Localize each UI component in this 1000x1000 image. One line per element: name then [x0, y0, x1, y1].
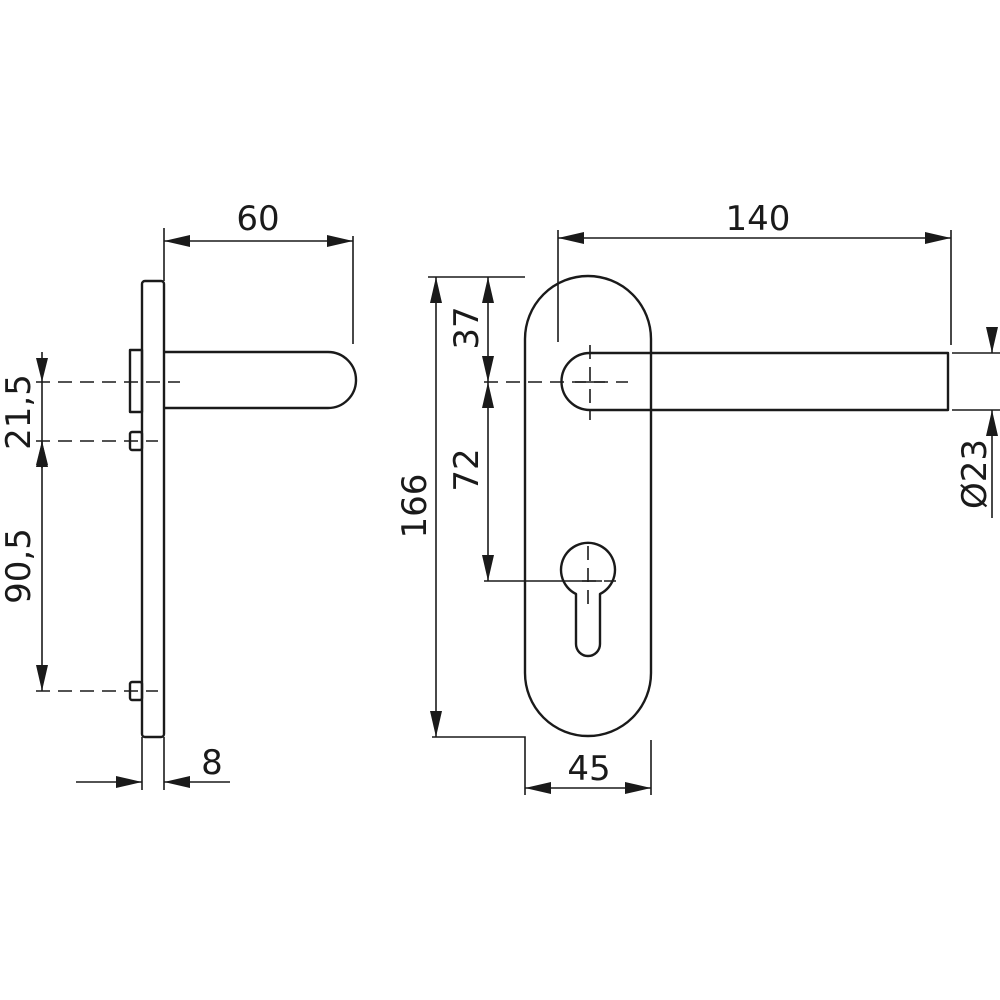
front-ext-line-bottom	[432, 736, 526, 795]
arrowhead	[36, 441, 48, 467]
arrowhead	[327, 235, 353, 247]
arrowhead	[430, 277, 442, 303]
side-dim-60-label: 60	[236, 199, 279, 239]
front-dim-140-label: 140	[726, 199, 791, 239]
arrowhead	[558, 232, 584, 244]
front-dim-45-label: 45	[567, 749, 610, 789]
arrowhead	[525, 782, 551, 794]
arrowhead	[482, 277, 494, 303]
arrowhead	[36, 665, 48, 691]
front-cylinder-keyhole	[559, 541, 617, 658]
arrowhead	[482, 356, 494, 382]
front-dim-d23-label: Ø23	[955, 439, 995, 509]
arrowhead	[164, 235, 190, 247]
arrowhead	[625, 782, 651, 794]
side-lever	[164, 350, 358, 410]
side-spindle-square	[128, 348, 144, 414]
arrowhead	[164, 776, 190, 788]
front-dim-37-label: 37	[447, 306, 487, 349]
arrowhead	[482, 382, 494, 408]
side-dim-8-label: 8	[201, 743, 223, 783]
side-backplate	[140, 279, 166, 739]
arrowhead	[430, 711, 442, 737]
arrowhead	[482, 555, 494, 581]
side-view: 60 21,5 90,5 8	[0, 199, 358, 790]
front-backplate	[523, 274, 653, 738]
side-dim-21-5-label: 21,5	[0, 374, 39, 450]
arrowhead	[36, 358, 48, 382]
front-lever	[560, 351, 950, 412]
arrowhead	[986, 327, 998, 353]
front-view: 140 37 72 166 Ø23 45	[395, 199, 1000, 795]
arrowhead	[925, 232, 951, 244]
front-dim-72-label: 72	[447, 448, 487, 491]
arrowhead	[116, 776, 142, 788]
side-dim-90-5-label: 90,5	[0, 528, 39, 604]
arrowhead	[986, 410, 998, 436]
front-dim-166-label: 166	[395, 474, 435, 539]
